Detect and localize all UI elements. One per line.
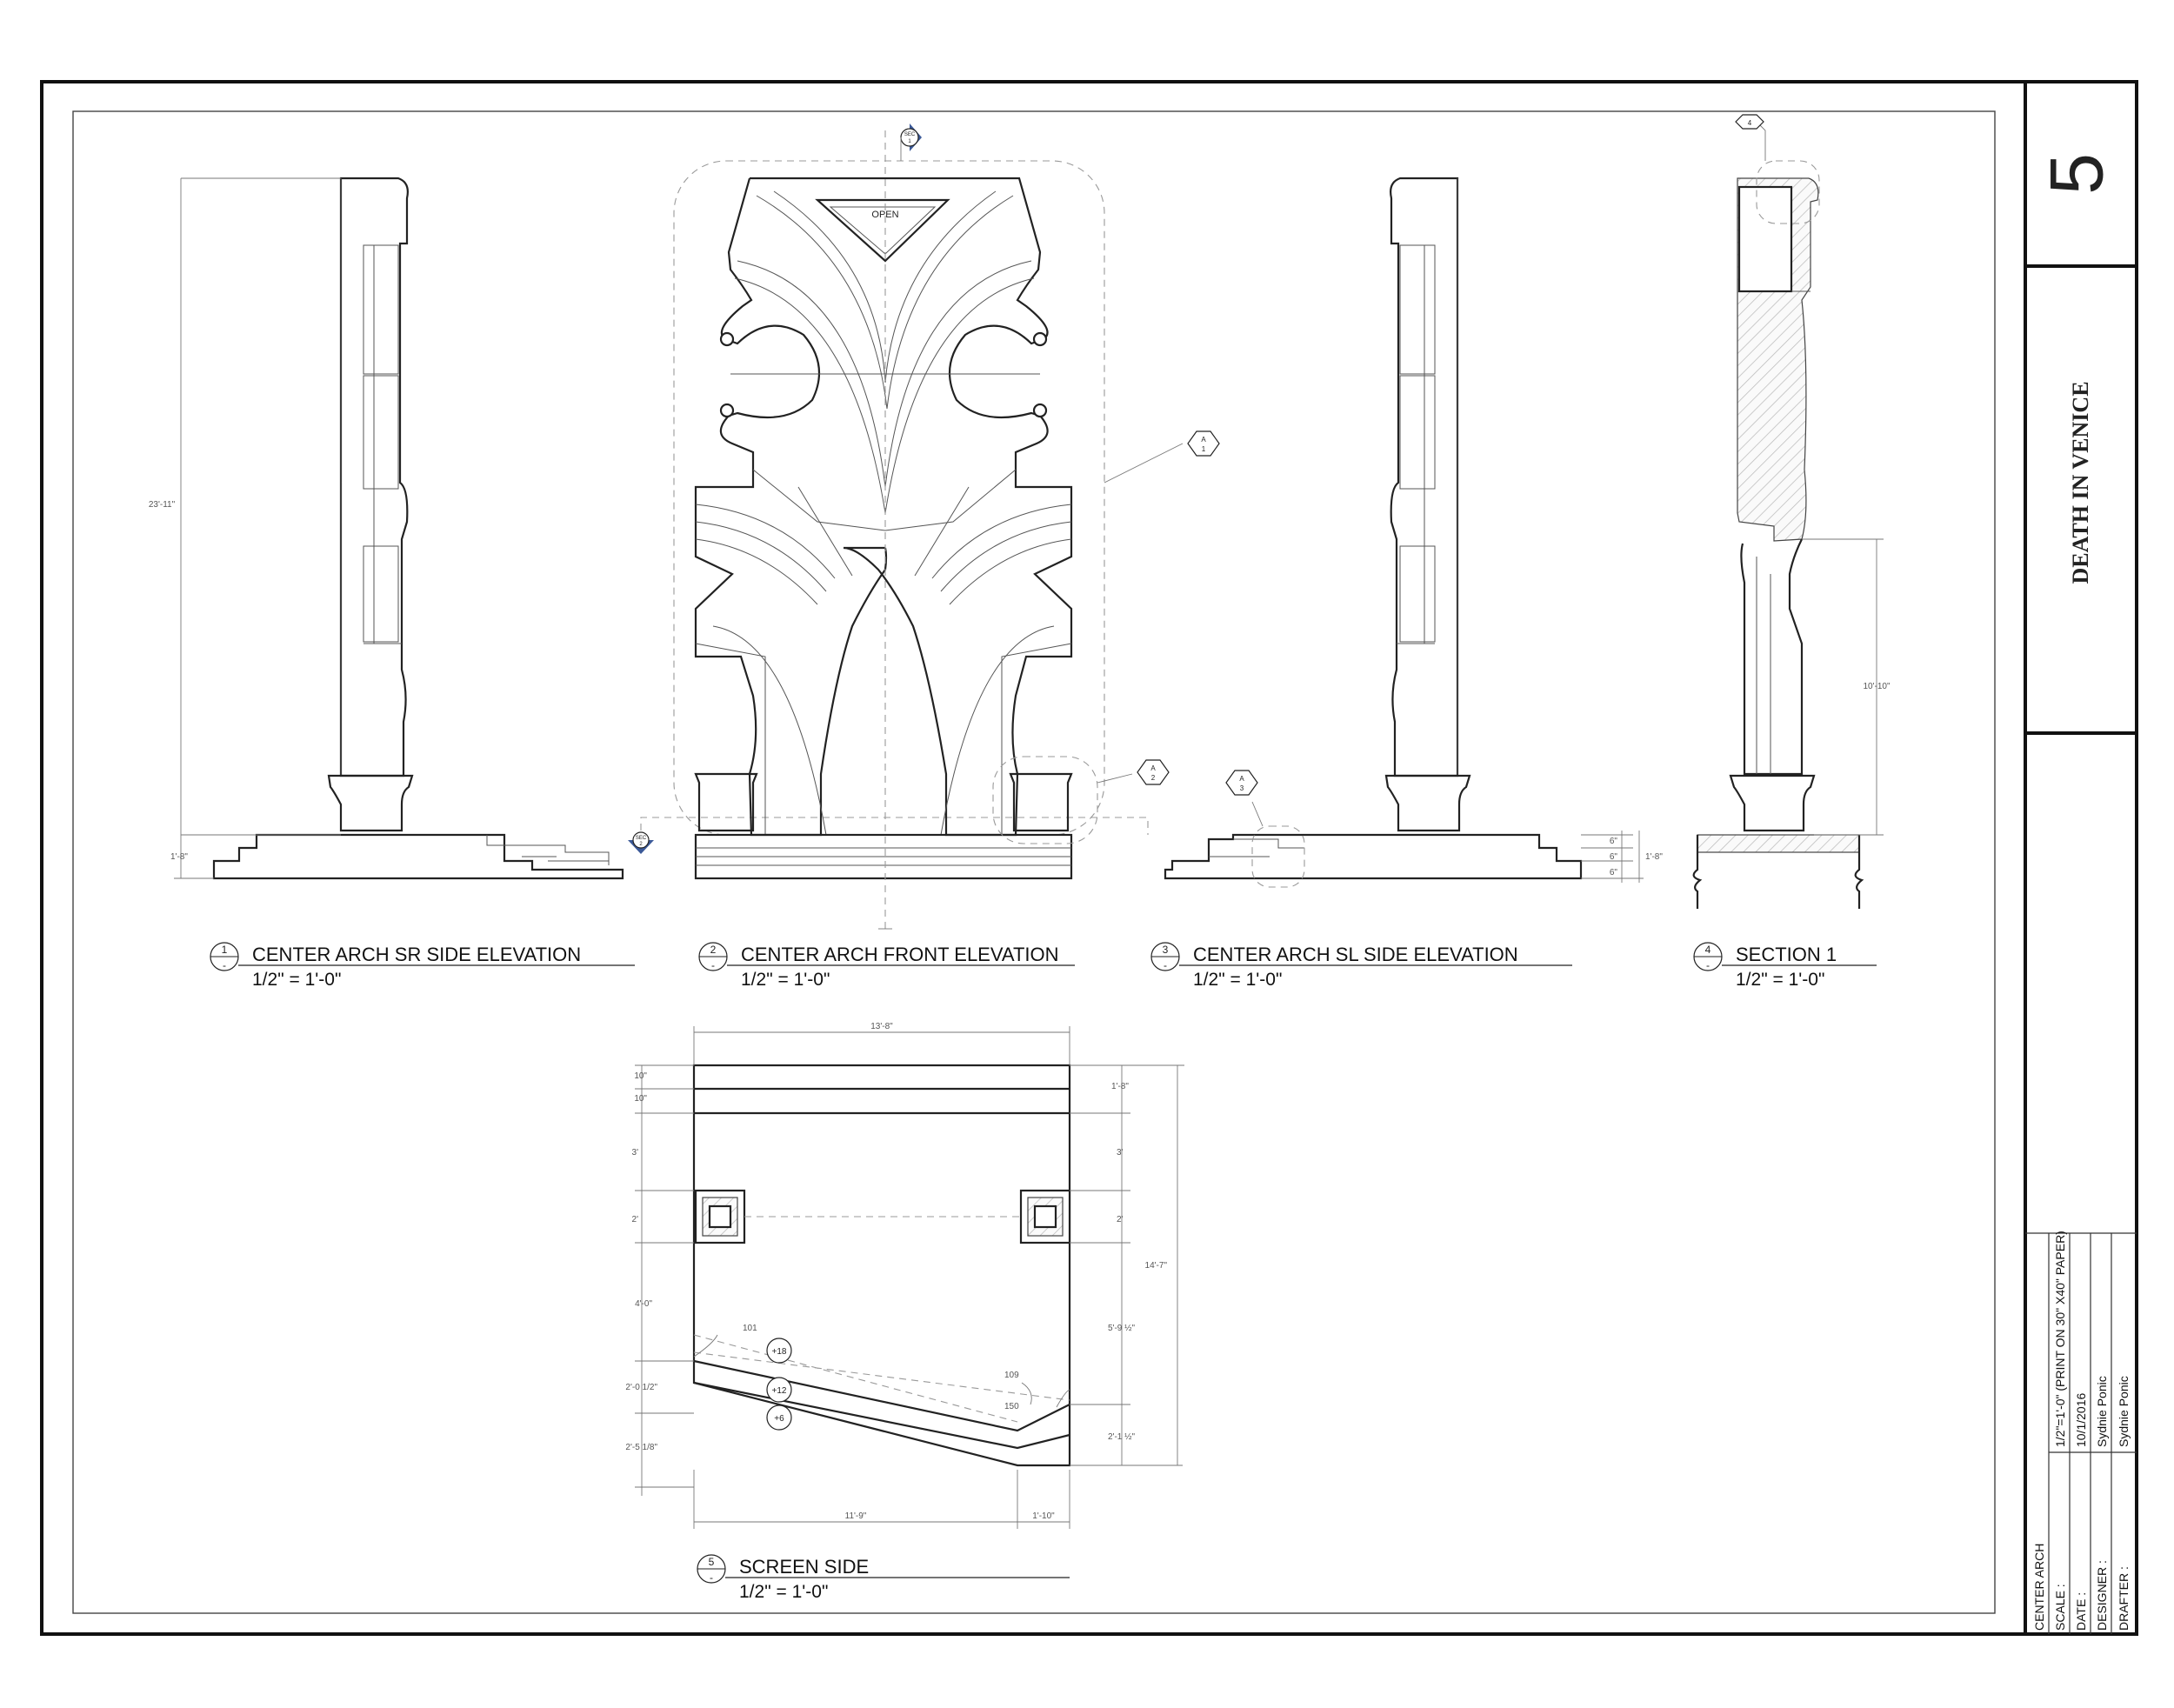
project-title: DEATH IN VENICE xyxy=(2068,381,2093,584)
circle-6: +6 xyxy=(774,1414,784,1424)
view-3-sub: - xyxy=(1164,959,1167,971)
view-5-number: 5 xyxy=(709,1556,715,1568)
view-5-title: SCREEN SIDE xyxy=(739,1556,869,1578)
tb-scale-label: SCALE : xyxy=(2053,1584,2067,1631)
view-1-scale: 1/2" = 1'-0" xyxy=(252,970,341,990)
dim-v5-right-4: 2'-1 ½" xyxy=(1108,1432,1135,1442)
sheet-number: 5 xyxy=(2036,153,2119,195)
dim-v5-left-2: 3' xyxy=(632,1148,639,1158)
view-4-scale: 1/2" = 1'-0" xyxy=(1736,970,1824,990)
circle-12: +12 xyxy=(772,1386,787,1396)
sec-2-bottom: 2 xyxy=(639,842,643,847)
dim-v3-step3: 6" xyxy=(1610,868,1618,877)
view-title-3: 3 - CENTER ARCH SL SIDE ELEVATION 1/2" =… xyxy=(1150,942,1572,990)
view-1-number: 1 xyxy=(222,944,228,956)
view-5-screen-side: +18 +12 +6 101 109 150 13'-8" 10" 10" 3'… xyxy=(625,1022,1184,1529)
view-2-scale: 1/2" = 1'-0" xyxy=(741,970,830,990)
dim-v3-total: 1'-8" xyxy=(1645,852,1663,862)
tb-drafter-value: Sydnie Ponic xyxy=(2117,1376,2131,1447)
view-title-2: 2 - CENTER ARCH FRONT ELEVATION 1/2" = 1… xyxy=(698,942,1075,990)
circle-18: +18 xyxy=(772,1347,787,1357)
view-3-title: CENTER ARCH SL SIDE ELEVATION xyxy=(1193,944,1518,965)
view-4-section-1: 4 10'-10" xyxy=(1692,114,1891,909)
angle-101: 101 xyxy=(743,1324,757,1333)
view-2-sub: - xyxy=(711,959,715,971)
dim-v5-bottom-right: 1'-10" xyxy=(1032,1511,1055,1521)
view-4-title: SECTION 1 xyxy=(1736,944,1837,965)
dim-v3-step2: 6" xyxy=(1610,852,1618,862)
dim-v5-right-0: 1'-8" xyxy=(1111,1082,1129,1091)
dim-v1-height: 23'-11" xyxy=(149,500,176,510)
detail-a3-top: A xyxy=(1239,775,1244,783)
dim-v5-right-1: 3' xyxy=(1117,1148,1124,1158)
dim-v1-base: 1'-8" xyxy=(170,852,188,862)
view-title-1: 1 - CENTER ARCH SR SIDE ELEVATION 1/2" =… xyxy=(210,942,635,990)
tb-designer-label: DESIGNER : xyxy=(2095,1560,2109,1631)
dim-v5-left-1: 10" xyxy=(634,1094,647,1104)
view-title-5: 5 - SCREEN SIDE 1/2" = 1'-0" xyxy=(697,1554,1070,1602)
view-2-front-elevation: OPEN SEC 1 xyxy=(673,123,1220,931)
tb-date-label: DATE : xyxy=(2074,1592,2088,1631)
sec-1-bottom: 1 xyxy=(908,139,911,144)
open-label: OPEN xyxy=(871,210,898,220)
view-5-sub: - xyxy=(710,1571,713,1584)
angle-109: 109 xyxy=(1004,1371,1019,1380)
dim-v5-width: 13'-8" xyxy=(870,1022,893,1031)
view-4-number: 4 xyxy=(1705,944,1711,956)
view-1-sr-side-elevation: 23'-11" 1'-8" SEC 2 xyxy=(149,177,1149,880)
detail-4: 4 xyxy=(1748,119,1752,127)
dim-v5-left-5: 2'-0 1/2" xyxy=(625,1383,657,1392)
inner-border xyxy=(72,110,1996,1614)
detail-a1-bottom: 1 xyxy=(1202,445,1206,453)
dim-v5-left-3: 2' xyxy=(632,1215,639,1224)
view-2-number: 2 xyxy=(710,944,717,956)
detail-a1-top: A xyxy=(1201,436,1206,444)
view-title-4: 4 - SECTION 1 1/2" = 1'-0" xyxy=(1693,942,1877,990)
sec-2-top: SEC xyxy=(636,836,647,841)
dim-v5-total-height: 14'-7" xyxy=(1145,1261,1168,1271)
view-3-number: 3 xyxy=(1163,944,1169,956)
title-block: 5 DEATH IN VENICE CENTER ARCH SCALE : 1/… xyxy=(2024,82,2137,1634)
tb-designer-value: Sydnie Ponic xyxy=(2095,1376,2109,1447)
detail-a3-bottom: 3 xyxy=(1240,784,1244,792)
outer-border xyxy=(40,80,2138,1636)
dim-v4-height: 10'-10" xyxy=(1863,682,1890,691)
angle-150: 150 xyxy=(1004,1402,1019,1411)
tb-date-value: 10/1/2016 xyxy=(2074,1393,2088,1447)
dim-v5-bottom-left: 11'-9" xyxy=(845,1511,867,1521)
view-4-sub: - xyxy=(1706,959,1710,971)
view-2-title: CENTER ARCH FRONT ELEVATION xyxy=(741,944,1059,965)
sec-1-top: SEC xyxy=(904,132,916,137)
detail-a2-top: A xyxy=(1150,764,1156,772)
detail-a2-bottom: 2 xyxy=(1151,774,1156,782)
view-1-sub: - xyxy=(223,959,226,971)
view-5-scale: 1/2" = 1'-0" xyxy=(739,1582,828,1602)
dim-v5-left-0: 10" xyxy=(634,1071,647,1081)
view-3-sl-side-elevation: A 3 6" 6" 6" 1'-8" xyxy=(1164,177,1663,888)
dim-v5-left-6: 2'-5 1/8" xyxy=(625,1443,657,1452)
dim-v5-left-4: 4'-0" xyxy=(635,1299,652,1309)
view-1-title: CENTER ARCH SR SIDE ELEVATION xyxy=(252,944,581,965)
tb-scale-value: 1/2"=1'-0" (PRINT ON 30" X40" PAPER) xyxy=(2053,1231,2067,1447)
tb-drafter-label: DRAFTER : xyxy=(2117,1566,2131,1631)
dim-v3-step1: 6" xyxy=(1610,837,1618,846)
view-3-scale: 1/2" = 1'-0" xyxy=(1193,970,1282,990)
dim-v5-right-2: 2' xyxy=(1117,1215,1124,1224)
tb-title: CENTER ARCH xyxy=(2032,1544,2046,1631)
dim-v5-right-3: 5'-9 ½" xyxy=(1108,1324,1135,1333)
